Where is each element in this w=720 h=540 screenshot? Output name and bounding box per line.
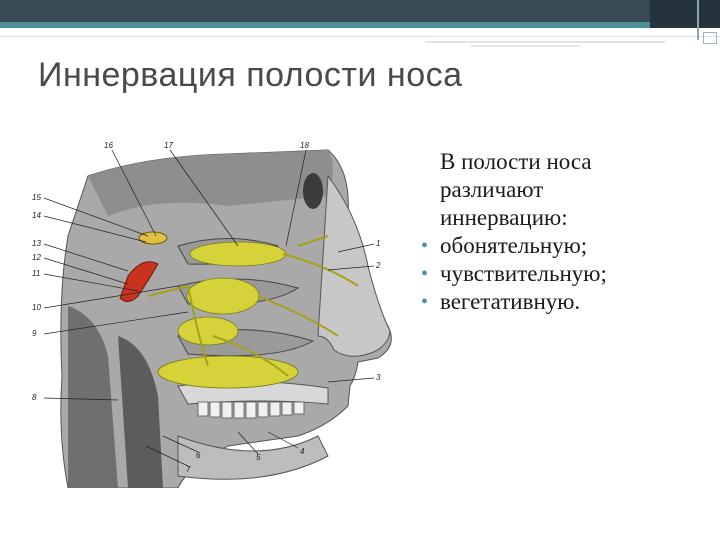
bullet-icon: • [421, 263, 429, 285]
intro-line: иннервацию: [440, 205, 568, 230]
figure-label-6: 6 [196, 451, 201, 460]
bullet-text: обонятельную; [440, 233, 588, 258]
bullet-item: • вегетативную. [418, 288, 708, 316]
intro-line: различают [440, 177, 544, 202]
intro-text: В полости носа различают иннервацию: [418, 148, 708, 232]
figure-label-12: 12 [32, 253, 41, 262]
bullet-item: • обонятельную; [418, 232, 708, 260]
figure-label-4: 4 [300, 447, 305, 456]
bullet-icon: • [421, 291, 429, 313]
top-bar [0, 0, 720, 26]
top-bar-corner [650, 0, 720, 28]
figure-label-3: 3 [376, 373, 381, 382]
figure-label-16: 16 [104, 141, 113, 150]
decor-line [697, 0, 699, 40]
decor-rule [470, 45, 580, 47]
intro-line: В полости носа [440, 149, 592, 174]
bullet-text: вегетативную. [440, 289, 581, 314]
figure-label-17: 17 [164, 141, 173, 150]
nasal-cavity-illustration: 16 17 18 15 14 13 12 11 10 9 8 1 2 3 4 5… [28, 136, 420, 489]
figure-label-11: 11 [32, 269, 40, 278]
bullet-icon: • [421, 235, 429, 257]
slide-body: В полости носа различают иннервацию: • об… [418, 148, 708, 316]
decor-rule [0, 36, 720, 37]
figure-label-14: 14 [32, 211, 41, 220]
decor-box [703, 32, 717, 44]
figure-label-2: 2 [375, 261, 381, 270]
figure-label-18: 18 [300, 141, 309, 150]
anatomy-drawing: 16 17 18 15 14 13 12 11 10 9 8 1 2 3 4 5… [32, 141, 392, 489]
decor-rule [425, 41, 665, 43]
figure-label-8: 8 [32, 393, 37, 402]
figure-label-7: 7 [186, 465, 191, 474]
bullet-text: чувствительную; [440, 261, 607, 286]
figure-label-9: 9 [32, 329, 37, 338]
bullet-list: • обонятельную; • чувствительную; • вегетат… [418, 232, 708, 316]
figure-label-5: 5 [256, 453, 261, 462]
figure-label-10: 10 [32, 303, 41, 312]
top-bar-accent [0, 22, 720, 28]
figure-label-1: 1 [376, 239, 380, 248]
bullet-item: • чувствительную; [418, 260, 708, 288]
slide-title: Иннервация полости носа [38, 56, 463, 94]
figure-label-15: 15 [32, 193, 41, 202]
figure-label-13: 13 [32, 239, 41, 248]
